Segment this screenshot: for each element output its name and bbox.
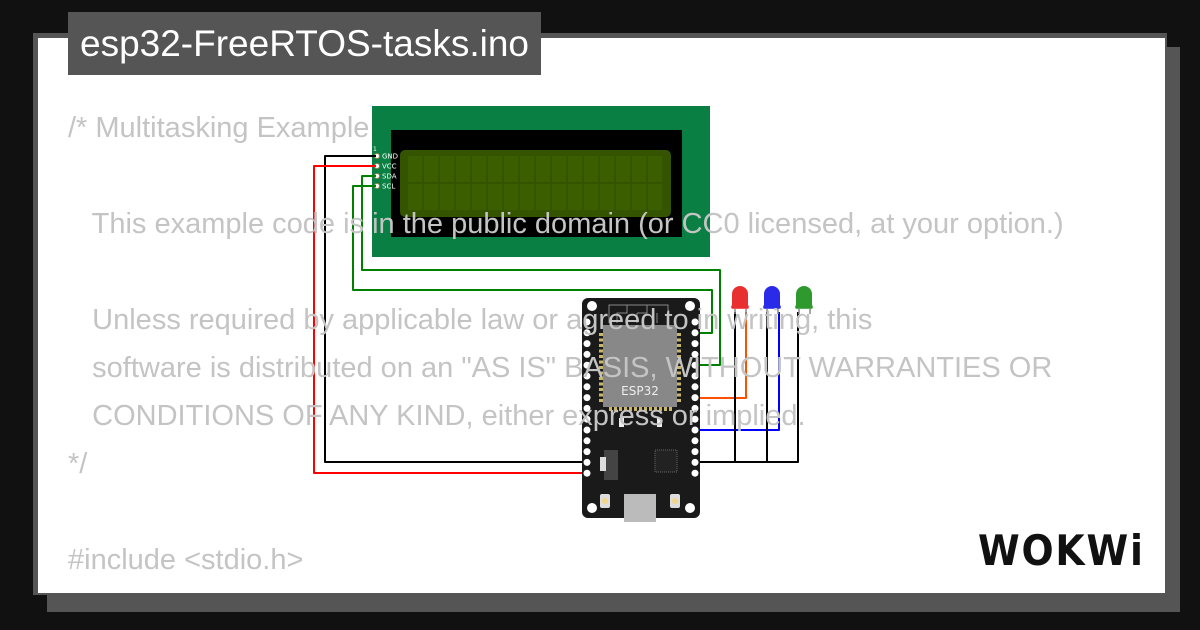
wire-gnd-right xyxy=(695,312,799,463)
lcd-cell xyxy=(568,156,582,182)
lcd-cell xyxy=(440,184,454,210)
lcd-cell xyxy=(456,184,470,210)
board-label: ESP32 xyxy=(621,384,659,398)
board-pin-left[interactable] xyxy=(583,383,591,391)
led[interactable] xyxy=(731,286,749,314)
board-pin-left[interactable] xyxy=(583,458,591,466)
lcd-display: 1 GND VCC SDA SCL xyxy=(372,106,710,257)
lcd-cell xyxy=(408,156,422,182)
board-pin-right[interactable] xyxy=(691,394,699,402)
lcd-cell xyxy=(408,184,422,210)
usb-chip xyxy=(654,449,678,473)
esp32-module xyxy=(603,325,677,407)
wokwi-logo: WOKWi xyxy=(978,526,1145,575)
lcd-cell xyxy=(488,184,502,210)
lcd-cell xyxy=(520,156,534,182)
wires xyxy=(313,155,799,474)
board-pin-right[interactable] xyxy=(691,372,699,380)
board-pin-left[interactable] xyxy=(583,318,591,326)
project-title: esp32-FreeRTOS-tasks.ino xyxy=(68,12,541,75)
lcd-pin-1-label: 1 xyxy=(373,146,377,153)
lcd-cell xyxy=(440,156,454,182)
board-pin-left[interactable] xyxy=(583,426,591,434)
board-pin-right[interactable] xyxy=(691,383,699,391)
wire-gnd-left xyxy=(324,155,587,463)
lcd-pin-label: SDA xyxy=(382,173,397,181)
board-pin-right[interactable] xyxy=(691,426,699,434)
lcd-cell xyxy=(600,184,614,210)
board-pin-right[interactable] xyxy=(691,361,699,369)
lcd-cell xyxy=(648,184,662,210)
wire-scl xyxy=(352,185,713,334)
lcd-cell xyxy=(648,156,662,182)
board-pin-right[interactable] xyxy=(691,469,699,477)
lcd-cell xyxy=(552,184,566,210)
board-pin-left[interactable] xyxy=(583,415,591,423)
lcd-cell xyxy=(616,184,630,210)
board-pin-left[interactable] xyxy=(583,404,591,412)
lcd-cell xyxy=(520,184,534,210)
lcd-cell xyxy=(424,184,438,210)
regulator xyxy=(604,450,618,480)
lcd-cell xyxy=(488,156,502,182)
board-pin-right[interactable] xyxy=(691,437,699,445)
board-pin-right[interactable] xyxy=(691,415,699,423)
lcd-pin-label: GND xyxy=(382,153,398,161)
lcd-cell xyxy=(472,184,486,210)
usb-port xyxy=(624,494,656,522)
board-pin-left[interactable] xyxy=(583,372,591,380)
lcd-cell xyxy=(632,184,646,210)
board-pin-right[interactable] xyxy=(691,340,699,348)
wire-sda xyxy=(361,175,721,366)
led[interactable] xyxy=(763,286,781,314)
board-pin-left[interactable] xyxy=(583,437,591,445)
board-pin-left[interactable] xyxy=(583,394,591,402)
board-pin-left[interactable] xyxy=(583,329,591,337)
board-pin-right[interactable] xyxy=(691,448,699,456)
wire-led-blue xyxy=(695,312,780,431)
lcd-cell xyxy=(600,156,614,182)
lcd-cell xyxy=(632,156,646,182)
lcd-cell xyxy=(568,184,582,210)
lcd-pin-label: SCL xyxy=(382,183,395,191)
lcd-cell xyxy=(504,156,518,182)
board-pin-right[interactable] xyxy=(691,404,699,412)
board-pin-right[interactable] xyxy=(691,318,699,326)
led[interactable] xyxy=(795,286,813,314)
board-pin-left[interactable] xyxy=(583,361,591,369)
board-pin-left[interactable] xyxy=(583,469,591,477)
lcd-cell xyxy=(584,156,598,182)
board-pin-right[interactable] xyxy=(691,350,699,358)
wire-led-red xyxy=(695,312,747,399)
esp32-board: ESP32 xyxy=(582,298,700,522)
board-pin-right[interactable] xyxy=(691,458,699,466)
lcd-cell xyxy=(552,156,566,182)
lcd-pin-label: VCC xyxy=(382,163,397,171)
board-pin-left[interactable] xyxy=(583,350,591,358)
lcd-cell xyxy=(456,156,470,182)
lcd-cell xyxy=(472,156,486,182)
lcd-cell xyxy=(504,184,518,210)
lcd-cell xyxy=(536,184,550,210)
lcd-cell xyxy=(536,156,550,182)
wire-vcc xyxy=(313,165,587,474)
board-pin-left[interactable] xyxy=(583,340,591,348)
board-pin-left[interactable] xyxy=(583,448,591,456)
lcd-cell xyxy=(424,156,438,182)
lcd-cell xyxy=(616,156,630,182)
lcd-cell xyxy=(584,184,598,210)
antenna xyxy=(608,304,669,323)
board-pin-right[interactable] xyxy=(691,329,699,337)
